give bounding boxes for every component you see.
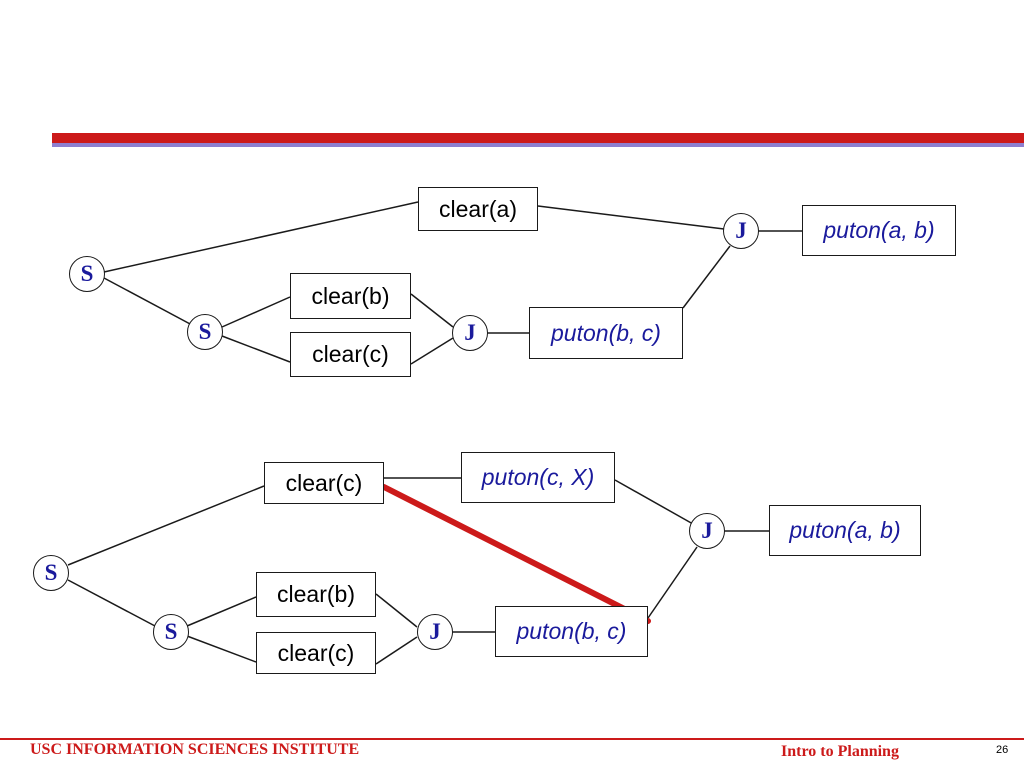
footer-course-title: Intro to Planning: [781, 743, 899, 760]
edge-bs2-clear-c: [186, 635, 257, 663]
split-node: S: [69, 256, 105, 292]
footer-institute: USC INFORMATION SCIENCES INSTITUTE: [30, 741, 360, 758]
edge-s2-clear-c: [221, 335, 291, 363]
join-node: J: [723, 213, 759, 249]
edge-puton-bc-bj2: [647, 546, 698, 619]
join-node: J: [417, 614, 453, 650]
join-node: J: [452, 315, 488, 351]
action-box-puton-bc: puton(b, c): [495, 606, 648, 657]
threat-link: [381, 484, 651, 624]
edge-bs1-clear-c-top: [67, 485, 265, 566]
footer-rule: [0, 738, 1024, 740]
action-box-puton-ab: puton(a, b): [769, 505, 921, 556]
edge-clear-c-bj1: [375, 636, 418, 665]
edge-puton-bc-j2: [682, 245, 731, 309]
edge-clear-b-bj1: [375, 593, 418, 628]
goal-box-clear-a: clear(a): [418, 187, 538, 231]
edge-clear-a-j2: [537, 205, 725, 230]
join-node: J: [689, 513, 725, 549]
edge-clear-b-j1: [410, 293, 454, 328]
title-rule-purple: [52, 143, 1024, 147]
goal-box-clear-b: clear(b): [256, 572, 376, 617]
action-box-puton-bc: puton(b, c): [529, 307, 683, 359]
edge-bs2-clear-b: [186, 596, 257, 627]
action-box-puton-cx: puton(c, X): [461, 452, 615, 503]
edge-s2-clear-b: [221, 296, 291, 328]
edge-s1-s2: [103, 277, 193, 326]
goal-box-clear-c: clear(c): [256, 632, 376, 674]
goal-box-clear-c: clear(c): [290, 332, 411, 377]
split-node: S: [187, 314, 223, 350]
goal-box-clear-c-top: clear(c): [264, 462, 384, 504]
title-rule-red: [52, 133, 1024, 143]
split-node: S: [33, 555, 69, 591]
edge-clear-c-j1: [410, 337, 454, 365]
action-box-puton-ab: puton(a, b): [802, 205, 956, 256]
page-number: 26: [996, 744, 1009, 756]
edge-puton-cx-bj2: [614, 479, 694, 525]
edge-bs1-bs2: [67, 579, 156, 627]
goal-box-clear-b: clear(b): [290, 273, 411, 319]
edge-s1-clear-a: [103, 201, 419, 273]
split-node: S: [153, 614, 189, 650]
